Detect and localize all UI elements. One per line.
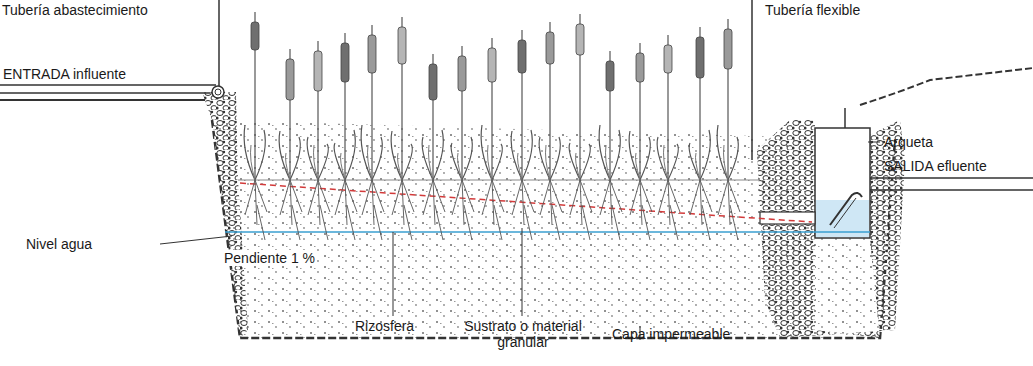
plant-stroke (341, 43, 349, 82)
plant-stroke (522, 130, 532, 180)
plant-stroke (361, 125, 372, 180)
plant-stroke (696, 37, 704, 78)
plant-stroke (245, 180, 267, 240)
plant-stroke (368, 145, 373, 180)
plant-stroke (286, 59, 294, 100)
plant-stroke (423, 180, 445, 240)
plant-stroke (345, 130, 355, 180)
plant-stroke (429, 64, 437, 100)
plant-stroke (481, 125, 492, 180)
plant-stroke (488, 145, 493, 180)
plant-stroke (640, 137, 650, 180)
plant-stroke (518, 153, 523, 180)
plant-stroke (718, 180, 740, 240)
plant-stroke (318, 144, 328, 180)
plant-stroke (255, 130, 265, 180)
plant-stroke (341, 153, 346, 180)
plant-stroke (658, 180, 680, 240)
plant-stroke (335, 180, 357, 240)
plant-stroke (458, 56, 466, 91)
plant-stroke (576, 24, 584, 55)
plant-stroke (422, 137, 433, 180)
plant-stroke (307, 137, 318, 180)
liner-label: Capa impermeable (612, 326, 730, 342)
plant-stroke (580, 144, 590, 180)
plant-stroke (451, 143, 462, 180)
level-label: Nivel agua (26, 236, 92, 252)
plant-stroke (334, 143, 345, 180)
plant-stroke (606, 61, 614, 91)
plant-stroke (664, 45, 672, 73)
plant-stroke (539, 137, 550, 180)
plant-stroke (433, 130, 443, 180)
plant-stroke (488, 48, 496, 82)
plant-stroke (398, 153, 403, 180)
plant-stroke (372, 137, 382, 180)
pipe-label: Tubería abastecimiento (2, 2, 148, 18)
plant-stroke (308, 180, 330, 240)
plant-stroke (717, 125, 728, 180)
plant-stroke (286, 153, 291, 180)
plant-stroke (244, 125, 255, 180)
outlet-label: SALIDA efluente (884, 158, 987, 174)
plant-stroke (392, 180, 414, 240)
plant-stroke (546, 145, 551, 180)
plant-stroke (362, 180, 384, 240)
plant-stroke (630, 180, 652, 240)
plant-stroke (314, 145, 319, 180)
material-label: Sustrato o material granular (448, 318, 598, 350)
plant-stroke (368, 35, 376, 73)
plant-stroke (290, 137, 300, 180)
plant-stroke (724, 145, 729, 180)
plant-stroke (280, 180, 302, 240)
plant-stroke (610, 130, 620, 180)
plant-stroke (657, 137, 668, 180)
plant-stroke (664, 145, 669, 180)
plant-stroke (279, 131, 290, 180)
slope-label: Pendiente 1 % (222, 250, 317, 266)
pipe-label: Tubería flexible (765, 2, 860, 18)
plant-stroke (569, 143, 580, 180)
plant-stroke (492, 144, 502, 180)
plant-stroke (458, 153, 463, 180)
plant-stroke (600, 180, 622, 240)
plant-stroke (636, 53, 644, 82)
plant-stroke (518, 40, 526, 73)
plant-stroke (511, 131, 522, 180)
plant-stroke (391, 131, 402, 180)
plant-stroke (696, 153, 701, 180)
zone-label: Rizosfera (355, 318, 414, 334)
plant-stroke (606, 145, 611, 180)
plant-stroke (251, 22, 259, 50)
plant-stroke (540, 180, 562, 240)
plant-stroke (668, 144, 678, 180)
plant-stroke (546, 32, 554, 64)
box-label: Arqueta (884, 134, 933, 150)
plant-stroke (700, 130, 710, 180)
inlet-label: ENTRADA influente (3, 66, 126, 82)
plant-stroke (314, 51, 322, 91)
plant-stroke (636, 153, 641, 180)
plant-stroke (629, 131, 640, 180)
plant-stroke (550, 137, 560, 180)
plant-stroke (452, 180, 474, 240)
plant-stroke (402, 144, 412, 180)
plant-stroke (398, 27, 406, 64)
plant-stroke (728, 137, 738, 180)
plant-stroke (724, 29, 732, 69)
plant-stroke (429, 145, 434, 180)
plant-stroke (570, 180, 592, 240)
plant-stroke (599, 125, 610, 180)
plant-stroke (462, 137, 472, 180)
plant-stroke (482, 180, 504, 240)
plant-stroke (576, 153, 581, 180)
plant-stroke (690, 180, 712, 240)
plant-stroke (689, 143, 700, 180)
plant-stroke (251, 145, 256, 180)
plant-stroke (512, 180, 534, 240)
